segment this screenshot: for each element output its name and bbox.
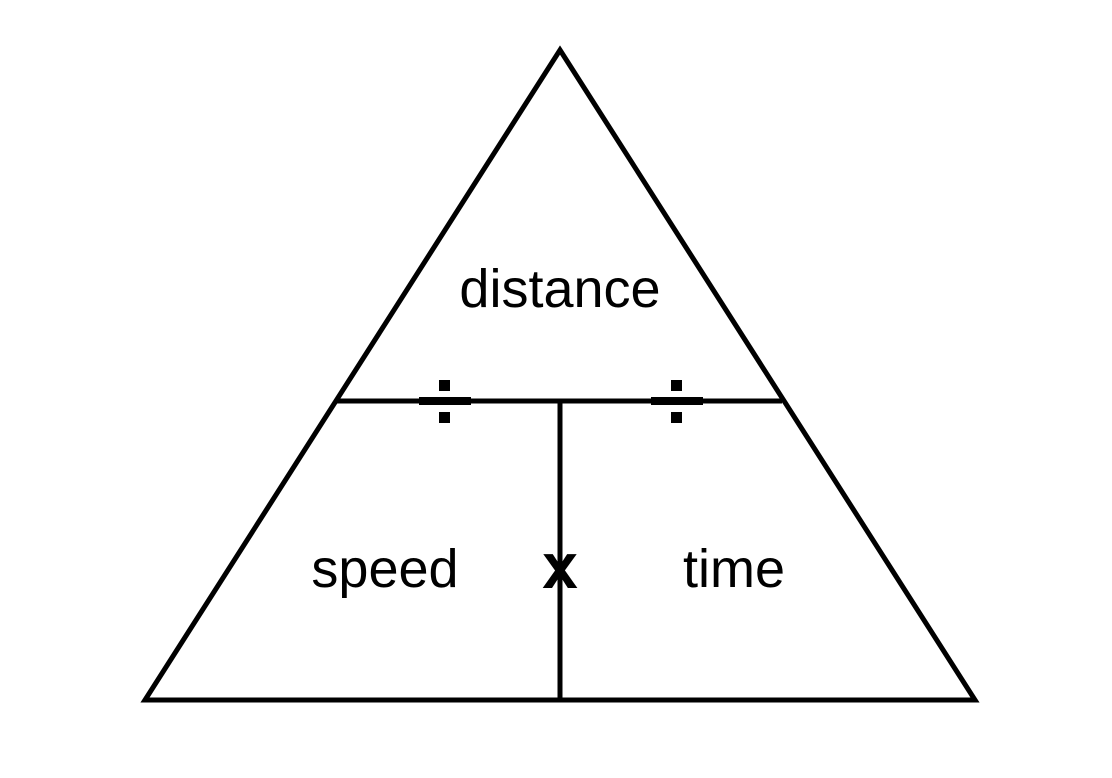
divide-symbol-right [651,380,703,423]
multiply-symbol: x [542,530,578,602]
left-label: speed [311,539,458,599]
divide-symbol-left [419,380,471,423]
top-label: distance [459,259,660,319]
right-label: time [683,539,785,599]
